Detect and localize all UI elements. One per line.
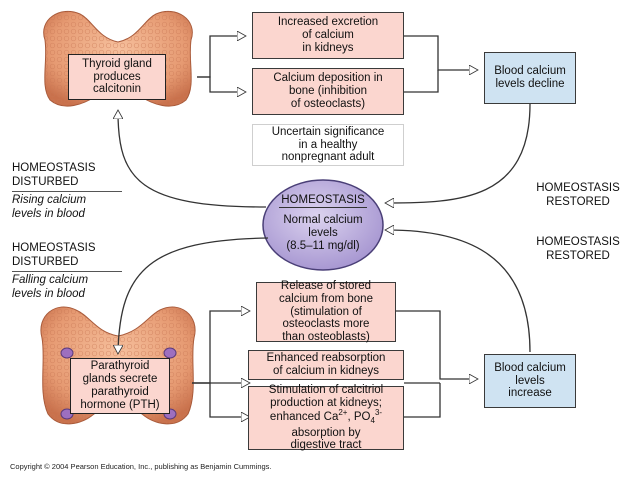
thyroid-label: Thyroid gland produces calcitonin xyxy=(68,54,166,100)
calcium-decline-box: Blood calcium levels decline xyxy=(484,52,576,104)
calcium-charge: 2+ xyxy=(338,408,348,418)
calcitriol-box: Stimulation of calcitriol production at … xyxy=(248,384,404,453)
uncertain-text: Uncertain significance in a healthy nonp… xyxy=(271,125,385,164)
parathyroid-label-text: Parathyroid glands secrete parathyroid h… xyxy=(80,360,160,411)
release-text: Release of stored calcium from bone (sti… xyxy=(279,279,373,344)
homeostasis-title: HOMEOSTASIS xyxy=(279,194,367,208)
disturbed-rising-label: HOMEOSTASIS DISTURBED Rising calcium lev… xyxy=(12,162,122,221)
reabsorption-text: Enhanced reabsorption of calcium in kidn… xyxy=(266,352,386,377)
deposition-box: Calcium deposition in bone (inhibition o… xyxy=(252,68,404,115)
phosphate-subscript: 4 xyxy=(370,416,375,426)
calcitriol-line-1: Stimulation of calcitriol xyxy=(268,383,384,396)
calcium-decline-text: Blood calcium levels decline xyxy=(494,65,566,90)
disturbed-rising-heading: HOMEOSTASIS DISTURBED xyxy=(12,162,96,188)
disturbed-falling-label: HOMEOSTASIS DISTURBED Falling calcium le… xyxy=(12,242,122,301)
calcitriol-text: Stimulation of calcitriol production at … xyxy=(269,384,383,453)
calcitriol-line-2: production at kidneys; xyxy=(270,396,382,409)
disturbed-falling-heading: HOMEOSTASIS DISTURBED xyxy=(12,242,96,268)
parathyroid-label: Parathyroid glands secrete parathyroid h… xyxy=(70,358,170,414)
uncertain-box: Uncertain significance in a healthy nonp… xyxy=(252,124,404,166)
homeostasis-circle xyxy=(262,179,384,271)
rising-calcium-caption: Rising calcium levels in blood xyxy=(12,194,87,220)
phosphate-charge: 3- xyxy=(374,408,383,418)
release-box: Release of stored calcium from bone (sti… xyxy=(256,279,396,344)
divider xyxy=(12,191,122,193)
reabsorption-box: Enhanced reabsorption of calcium in kidn… xyxy=(248,350,404,380)
calcitriol-line-4: absorption by xyxy=(291,426,361,439)
copyright-notice: Copyright © 2004 Pearson Education, Inc.… xyxy=(10,462,272,471)
top-arrows xyxy=(118,36,531,207)
bottom-arrows xyxy=(118,230,531,417)
calcitriol-line-3: enhanced Ca2+, PO43- xyxy=(269,408,383,426)
calcium-increase-text: Blood calcium levels increase xyxy=(494,361,566,400)
restored-top-label: HOMEOSTASIS RESTORED xyxy=(528,182,628,209)
divider xyxy=(12,271,122,273)
restored-bottom-text: HOMEOSTASIS RESTORED xyxy=(536,236,620,262)
homeostasis-center: HOMEOSTASIS Normal calcium levels (8.5–1… xyxy=(262,185,384,265)
thyroid-label-text: Thyroid gland produces calcitonin xyxy=(82,57,152,96)
falling-calcium-caption: Falling calcium levels in blood xyxy=(12,274,89,300)
excretion-box: Increased excretion of calcium in kidney… xyxy=(252,12,404,59)
restored-top-text: HOMEOSTASIS RESTORED xyxy=(536,182,620,208)
calcitriol-line-3b: , PO xyxy=(347,411,371,424)
calcitriol-line-5: digestive tract xyxy=(290,439,362,452)
normal-calcium-text: Normal calcium levels (8.5–11 mg/dl) xyxy=(283,213,363,252)
deposition-text: Calcium deposition in bone (inhibition o… xyxy=(273,72,383,110)
excretion-text: Increased excretion of calcium in kidney… xyxy=(277,16,379,54)
calcitriol-line-3a: enhanced Ca xyxy=(269,411,339,424)
calcium-increase-box: Blood calcium levels increase xyxy=(484,354,576,408)
restored-bottom-label: HOMEOSTASIS RESTORED xyxy=(528,236,628,263)
